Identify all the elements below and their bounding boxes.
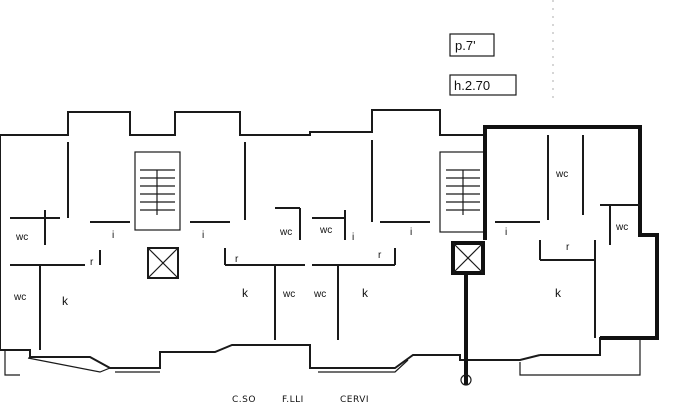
label-k: k [62, 294, 69, 308]
label-wc: wc [13, 292, 26, 303]
label-r: r [566, 242, 570, 253]
interior-walls [10, 135, 640, 350]
label-r: r [235, 254, 239, 265]
street-name: C.SO F.LLI CERVI [232, 395, 369, 405]
label-wc: wc [615, 222, 628, 233]
floor-tag: p.7' [449, 33, 495, 57]
svg-text:h.2.70: h.2.70 [454, 78, 490, 93]
svg-text:C.SO: C.SO [232, 395, 256, 405]
label-k: k [555, 286, 562, 300]
label-i: i [410, 227, 412, 238]
height-tag: h.2.70 [449, 74, 517, 96]
svg-text:F.LLI: F.LLI [282, 395, 304, 405]
label-i: i [202, 230, 204, 241]
label-i: i [505, 227, 507, 238]
label-wc: wc [279, 227, 292, 238]
label-wc: wc [555, 169, 568, 180]
label-i: i [352, 232, 354, 243]
label-wc: wc [15, 232, 28, 243]
label-k: k [242, 286, 249, 300]
label-wc: wc [313, 289, 326, 300]
label-wc: wc [282, 289, 295, 300]
room-labels: wc wc k i r i wc r k wc wc i r wc k i i … [13, 169, 628, 308]
staircase-left [134, 151, 181, 279]
highlighted-unit [483, 125, 659, 340]
building-outline [0, 109, 658, 376]
staircase-right [439, 151, 486, 386]
label-r: r [378, 250, 382, 261]
label-wc: wc [319, 225, 332, 236]
label-k: k [362, 286, 369, 300]
label-i: i [112, 230, 114, 241]
svg-text:p.7': p.7' [455, 38, 476, 53]
label-r: r [90, 257, 94, 268]
svg-text:CERVI: CERVI [340, 395, 369, 405]
